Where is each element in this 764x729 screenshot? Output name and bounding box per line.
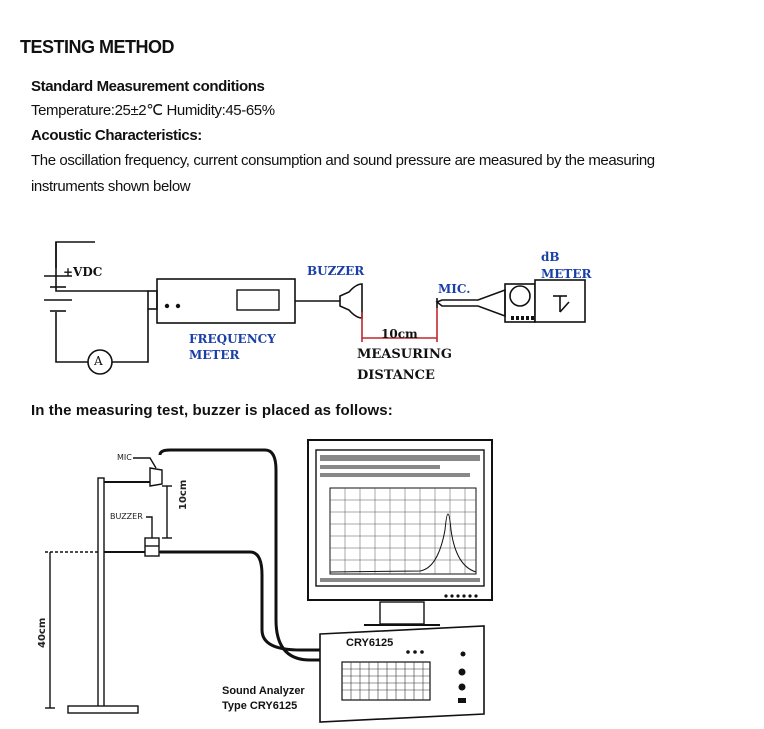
analyzer-label-2: Type CRY6125 [222,700,298,712]
frequency-meter-label-1: FREQUENCY [189,332,276,346]
stand-base [67,705,139,714]
keyboard-icon [341,661,431,701]
buzzer-icon [144,537,160,557]
stand-10cm-label: 10cm [178,479,189,510]
measuring-label-2: DISTANCE [357,368,435,383]
measuring-distance-indicator [361,308,438,342]
acoustic-heading: Acoustic Characteristics: [31,127,202,144]
ammeter-label: A [94,354,103,368]
measuring-label-1: MEASURING [357,347,452,362]
standard-conditions-heading: Standard Measurement conditions [31,78,265,95]
stand-pole [97,477,105,709]
acoustic-text-line-2: instruments shown below [31,178,191,195]
buzzer-label: BUZZER [307,264,365,278]
analyzer-model-label: CRY6125 [346,637,394,649]
acoustic-text-line-1: The oscillation frequency, current consu… [31,152,655,169]
conditions-text: Temperature:25±2℃ Humidity:45-65% [31,102,275,119]
buzzer-cable [160,550,320,652]
mic-cable [158,448,320,662]
mic-label: MIC. [438,282,471,296]
db-label: dB [541,250,560,264]
stand-40cm-label: 40cm [37,617,48,648]
db-meter-label: METER [541,267,592,281]
distance-label: 10cm [381,327,418,341]
ammeter-icon [87,349,113,375]
frequency-meter-label-2: METER [189,348,240,362]
mic-icon [149,467,163,487]
analyzer-label-1: Sound Analyzer [222,685,305,697]
page-title: TESTING METHOD [20,37,175,57]
placement-heading: In the measuring test, buzzer is placed … [31,402,393,419]
frequency-response-curve [329,513,477,573]
stand-buzzer-label: BUZZER [110,512,143,521]
stand-mic-label: MIC [117,453,132,462]
vdc-label: +VDC [63,265,103,279]
